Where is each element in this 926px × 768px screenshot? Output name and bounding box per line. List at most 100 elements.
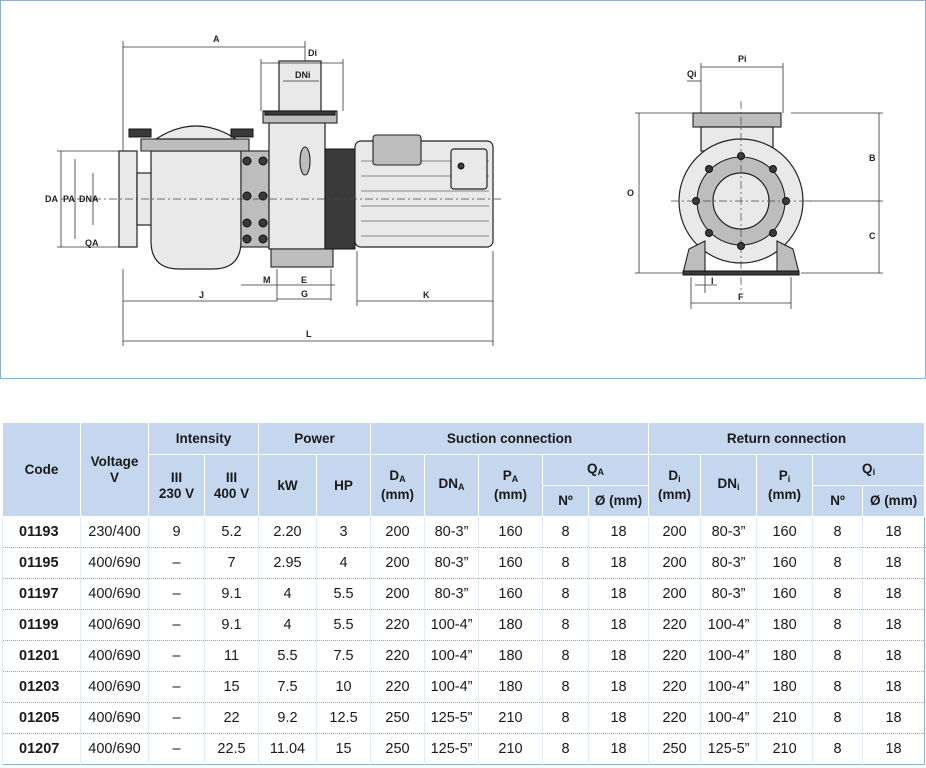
table-cell: 7.5 [258,671,317,703]
table-cell: 180 [756,671,813,703]
table-cell: 8 [542,640,589,672]
table-cell: 18 [862,640,925,672]
header-qa-sub: A [597,466,605,477]
table-cell: 100-4” [424,671,479,703]
table-cell: 180 [756,640,813,672]
table-cell: 8 [542,516,589,548]
table-cell: 11.04 [258,733,317,765]
table-cell: 200 [370,516,425,548]
header-da-sub: A [399,474,406,484]
cell-code: 01193 [2,516,81,548]
table-cell: 15 [316,733,371,765]
dim-label-dni: DNi [295,70,311,80]
table-cell: 160 [756,578,813,610]
table-cell: 10 [316,671,371,703]
table-cell: 80-3” [424,516,479,548]
table-cell: 200 [370,578,425,610]
table-cell: 180 [478,671,543,703]
table-cell: 4 [316,547,371,579]
header-di-unit: (mm) [658,487,692,502]
table-cell: 250 [370,702,425,734]
header-pi-unit: (mm) [768,487,802,502]
header-pi: Pi(mm) [756,454,814,517]
header-code: Code [2,422,81,517]
table-cell: 210 [756,733,813,765]
table-cell: 18 [588,702,649,734]
table-cell: 18 [862,516,925,548]
dim-label-k: K [423,290,430,300]
table-cell: 8 [542,702,589,734]
table-cell: 400/690 [80,671,149,703]
header-dna: DNA [424,454,480,517]
dim-label-pa: PA [63,194,75,204]
table-cell: 9.2 [258,702,317,734]
header-qi: Qi [812,454,926,486]
table-cell: 8 [812,516,863,548]
table-cell: 100-4” [700,702,757,734]
header-pi-sub: i [787,474,791,484]
table-cell: 8 [542,733,589,765]
header-qa-symbol: Q [587,460,598,476]
table-cell: 18 [862,702,925,734]
table-cell: 100-4” [424,609,479,641]
header-da: DA(mm) [370,454,426,517]
header-pa-unit: (mm) [494,487,528,502]
table-cell: 100-4” [700,671,757,703]
table-cell: 220 [648,671,701,703]
dim-label-qa: QA [85,238,99,248]
dim-label-g: G [301,289,308,299]
header-qi-symbol: Q [862,460,873,476]
dim-label-o: O [627,188,634,198]
table-cell: 8 [812,547,863,579]
header-qi-diameter: Ø (mm) [862,485,926,517]
table-cell: 8 [542,609,589,641]
table-cell: 80-3” [700,547,757,579]
dim-label-i: I [711,276,714,286]
cell-code: 01203 [2,671,81,703]
header-dna-sub: A [458,482,465,492]
table-cell: 250 [370,733,425,765]
table-cell: 8 [542,578,589,610]
table-cell: 2.95 [258,547,317,579]
table-cell: 125-5” [424,733,479,765]
dim-label-f: F [738,292,744,302]
header-intensity-400-volt: 400 V [213,485,250,501]
dim-label-j: J [199,290,204,300]
table-cell: 7 [203,547,259,579]
table-cell: 8 [812,671,863,703]
header-qa-number: Nº [542,485,590,517]
table-cell: 210 [478,702,543,734]
table-cell: – [148,640,205,672]
table-cell: 125-5” [424,702,479,734]
table-cell: 200 [648,578,701,610]
table-cell: 9.1 [203,578,259,610]
table-cell: 100-4” [700,609,757,641]
dim-label-dna: DNA [79,194,99,204]
header-di-sub: i [678,474,681,484]
table-cell: 15 [203,671,259,703]
table-cell: 18 [588,733,649,765]
table-cell: 8 [812,578,863,610]
table-cell: 80-3” [424,547,479,579]
table-cell: 160 [478,547,543,579]
dim-label-l: L [306,329,312,339]
table-cell: 18 [588,671,649,703]
header-intensity-400-phase: III [225,469,238,485]
table-cell: 160 [756,516,813,548]
table-cell: 220 [370,640,425,672]
table-cell: 230/400 [80,516,149,548]
table-cell: 400/690 [80,702,149,734]
table-cell: 220 [648,702,701,734]
pump-dimension-drawing: A Di DNi DA PA DNA QA M E G J [45,34,883,346]
table-cell: 400/690 [80,609,149,641]
header-voltage-label: Voltage [90,453,139,469]
header-qi-sub: i [872,466,876,477]
table-cell: – [148,733,205,765]
technical-drawing-panel: A Di DNi DA PA DNA QA M E G J [0,0,926,379]
header-pa: PA(mm) [478,454,544,517]
